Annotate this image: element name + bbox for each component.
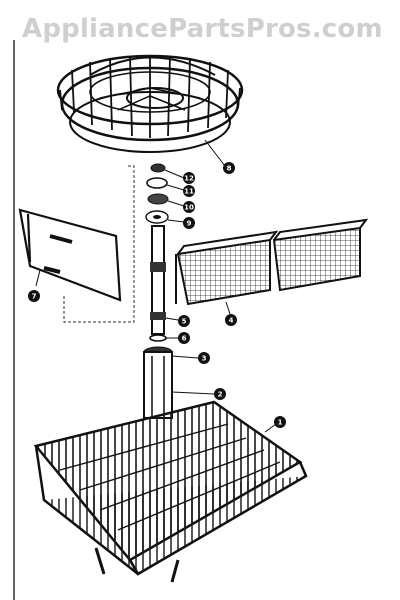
callout-4: 4: [225, 314, 237, 326]
svg-text:1: 1: [278, 419, 283, 427]
callout-2: 2: [214, 388, 226, 400]
svg-text:6: 6: [182, 335, 187, 343]
seal-disc: [145, 210, 169, 224]
callout-10: 10: [183, 201, 195, 213]
cutlery-basket-right: [272, 218, 369, 292]
svg-text:2: 2: [218, 391, 223, 399]
svg-text:7: 7: [32, 293, 37, 301]
callout-9: 9: [183, 217, 195, 229]
callout-3: 3: [198, 352, 210, 364]
svg-text:11: 11: [184, 188, 194, 196]
rack-handle: [18, 208, 122, 302]
callout-5: 5: [178, 315, 190, 327]
svg-text:9: 9: [187, 220, 192, 228]
svg-text:4: 4: [229, 317, 234, 325]
svg-text:8: 8: [227, 165, 232, 173]
watermark: AppliancePartsPros.com: [22, 14, 383, 44]
hub-nut: [150, 163, 166, 173]
lower-dish-rack: [33, 400, 308, 583]
callout-8: 8: [223, 162, 235, 174]
spray-tube: [150, 225, 166, 335]
callout-11: 11: [183, 185, 195, 197]
o-ring: [149, 334, 167, 342]
svg-text:3: 3: [202, 355, 207, 363]
callout-7: 7: [28, 290, 40, 302]
svg-text:10: 10: [184, 204, 194, 212]
callout-1: 1: [274, 416, 286, 428]
callout-12: 12: [183, 172, 195, 184]
svg-text:12: 12: [184, 175, 194, 183]
cutlery-basket-left: [175, 230, 279, 306]
upper-round-rack: [56, 54, 244, 153]
callout-6: 6: [178, 332, 190, 344]
bearing: [147, 193, 169, 205]
washer-ring: [146, 177, 168, 189]
manifold-tube: [143, 346, 173, 419]
svg-text:5: 5: [182, 318, 187, 326]
leader-dashed: [63, 165, 135, 323]
